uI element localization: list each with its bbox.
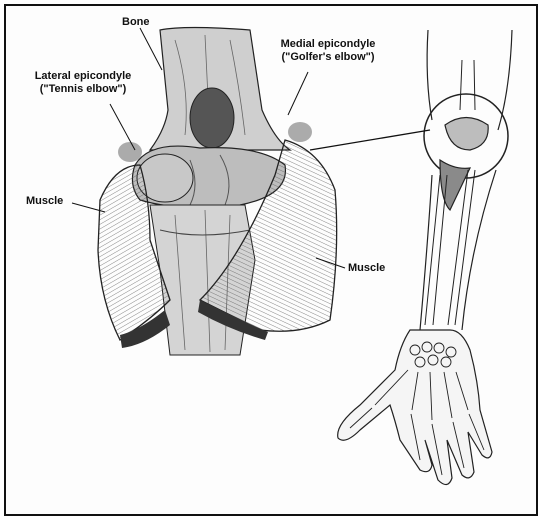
label-lateral-line1: Lateral epicondyle <box>18 70 148 83</box>
label-medial-line1: Medial epicondyle <box>258 38 398 51</box>
hand-outline <box>338 330 492 485</box>
connector-line <box>310 130 430 150</box>
full-arm <box>338 30 512 485</box>
label-lateral-epicondyle: Lateral epicondyle ("Tennis elbow") <box>18 70 148 96</box>
label-muscle-left: Muscle <box>26 195 63 208</box>
label-muscle-right: Muscle <box>348 262 385 275</box>
olecranon-fossa <box>190 88 234 148</box>
label-bone: Bone <box>122 16 150 29</box>
label-lateral-line2: ("Tennis elbow") <box>18 83 148 96</box>
label-medial-line2: ("Golfer's elbow") <box>258 51 398 64</box>
label-medial-epicondyle: Medial epicondyle ("Golfer's elbow") <box>258 38 398 64</box>
